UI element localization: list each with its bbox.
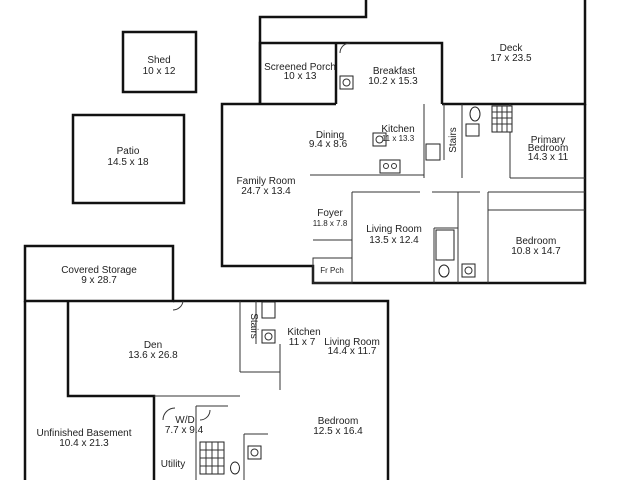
stairs-lower-label: Stairs: [248, 313, 259, 339]
stairs-main-label: Stairs: [448, 127, 459, 153]
den-dims: 13.6 x 26.8: [128, 350, 178, 361]
sink: [461, 263, 476, 278]
kitchen-main-label: Kitchen: [381, 124, 414, 135]
primary-bedroom-label-2: Bedroom: [528, 143, 569, 154]
patio-dims: 14.5 x 18: [107, 157, 149, 168]
family-room-label: Family Room: [237, 176, 296, 187]
kitchen-lower-label: Kitchen: [287, 327, 320, 338]
sink-basin: [342, 78, 351, 87]
covered-storage-dims: 9 x 28.7: [81, 275, 117, 286]
breakfast-dims: 10.2 x 15.3: [368, 76, 418, 87]
bedroom-lower-dims: 12.5 x 16.4: [313, 426, 363, 437]
screened-porch-dims: 10 x 13: [284, 71, 317, 82]
den-label: Den: [144, 340, 162, 351]
bedroom-main-label: Bedroom: [516, 236, 557, 247]
bedroom-main-dims: 10.8 x 14.7: [511, 246, 561, 257]
living-room-lower-label: Living Room: [324, 337, 380, 348]
patio-outline: [71, 113, 186, 205]
range: [379, 159, 401, 174]
door-swing: [162, 407, 176, 421]
foyer-label: Foyer: [317, 208, 343, 219]
unfinished-basement-label: Unfinished Basement: [36, 428, 131, 439]
front-porch-box: [312, 257, 353, 284]
door-swing: [199, 409, 211, 421]
primary-bedroom-label-1: Primary: [531, 135, 565, 146]
breakfast-label: Breakfast: [373, 66, 415, 77]
burner: [383, 163, 389, 169]
vanity: [465, 123, 480, 137]
kitchen-lower-dims: 11 x 7: [289, 337, 316, 348]
sink-basin: [375, 135, 384, 144]
patio-label: Patio: [117, 146, 140, 157]
den-outline: [66, 301, 156, 480]
shower-grid: [492, 106, 512, 132]
sink: [372, 132, 387, 147]
toilet: [438, 264, 450, 278]
dining-label: Dining: [316, 130, 344, 141]
sink: [261, 329, 276, 344]
front-porch-label: Fr Pch: [320, 266, 344, 275]
primary-bedroom-dims: 14.3 x 11: [528, 152, 569, 163]
covered-storage-label: Covered Storage: [61, 265, 137, 276]
deck-label: Deck: [500, 43, 524, 54]
lower-floor-right: [173, 299, 390, 480]
living-room-lower-dims: 14.4 x 11.7: [328, 346, 377, 357]
sink: [339, 75, 354, 90]
burner: [391, 163, 397, 169]
shed-dims: 10 x 12: [143, 66, 176, 77]
sink-basin: [264, 332, 273, 341]
counter: [425, 143, 441, 161]
sink-basin: [464, 266, 473, 275]
unfinished-basement-dims: 10.4 x 21.3: [59, 438, 109, 449]
shower-grid: [200, 442, 224, 474]
kitchen-main-dims: 11 x 13.3: [382, 134, 415, 143]
sink-basin: [250, 448, 259, 457]
door-swing: [172, 300, 184, 311]
family-room-dims: 24.7 x 13.4: [241, 186, 291, 197]
range: [261, 301, 276, 319]
sink: [247, 445, 262, 460]
porch-breakfast-outline: [258, 41, 444, 104]
bathtub: [435, 229, 455, 261]
toilet: [469, 106, 481, 122]
shed-label: Shed: [147, 55, 170, 66]
screened-porch-label: Screened Porch: [264, 62, 336, 73]
wd-dims: 7.7 x 9.4: [165, 425, 204, 436]
bedroom-lower-label: Bedroom: [318, 416, 359, 427]
covered-storage-outline: [23, 244, 175, 303]
deck-dims: 17 x 23.5: [490, 53, 532, 64]
dining-dims: 9.4 x 8.6: [309, 139, 348, 150]
living-room-main-dims: 13.5 x 12.4: [369, 235, 419, 246]
toilet: [230, 461, 240, 475]
wd-label: W/D: [175, 415, 194, 426]
shed-outline: [121, 30, 198, 94]
door-swing: [339, 42, 351, 54]
living-room-main-label: Living Room: [366, 224, 422, 235]
utility-label: Utility: [161, 459, 185, 470]
foyer-dims: 11.8 x 7.8: [313, 219, 348, 228]
